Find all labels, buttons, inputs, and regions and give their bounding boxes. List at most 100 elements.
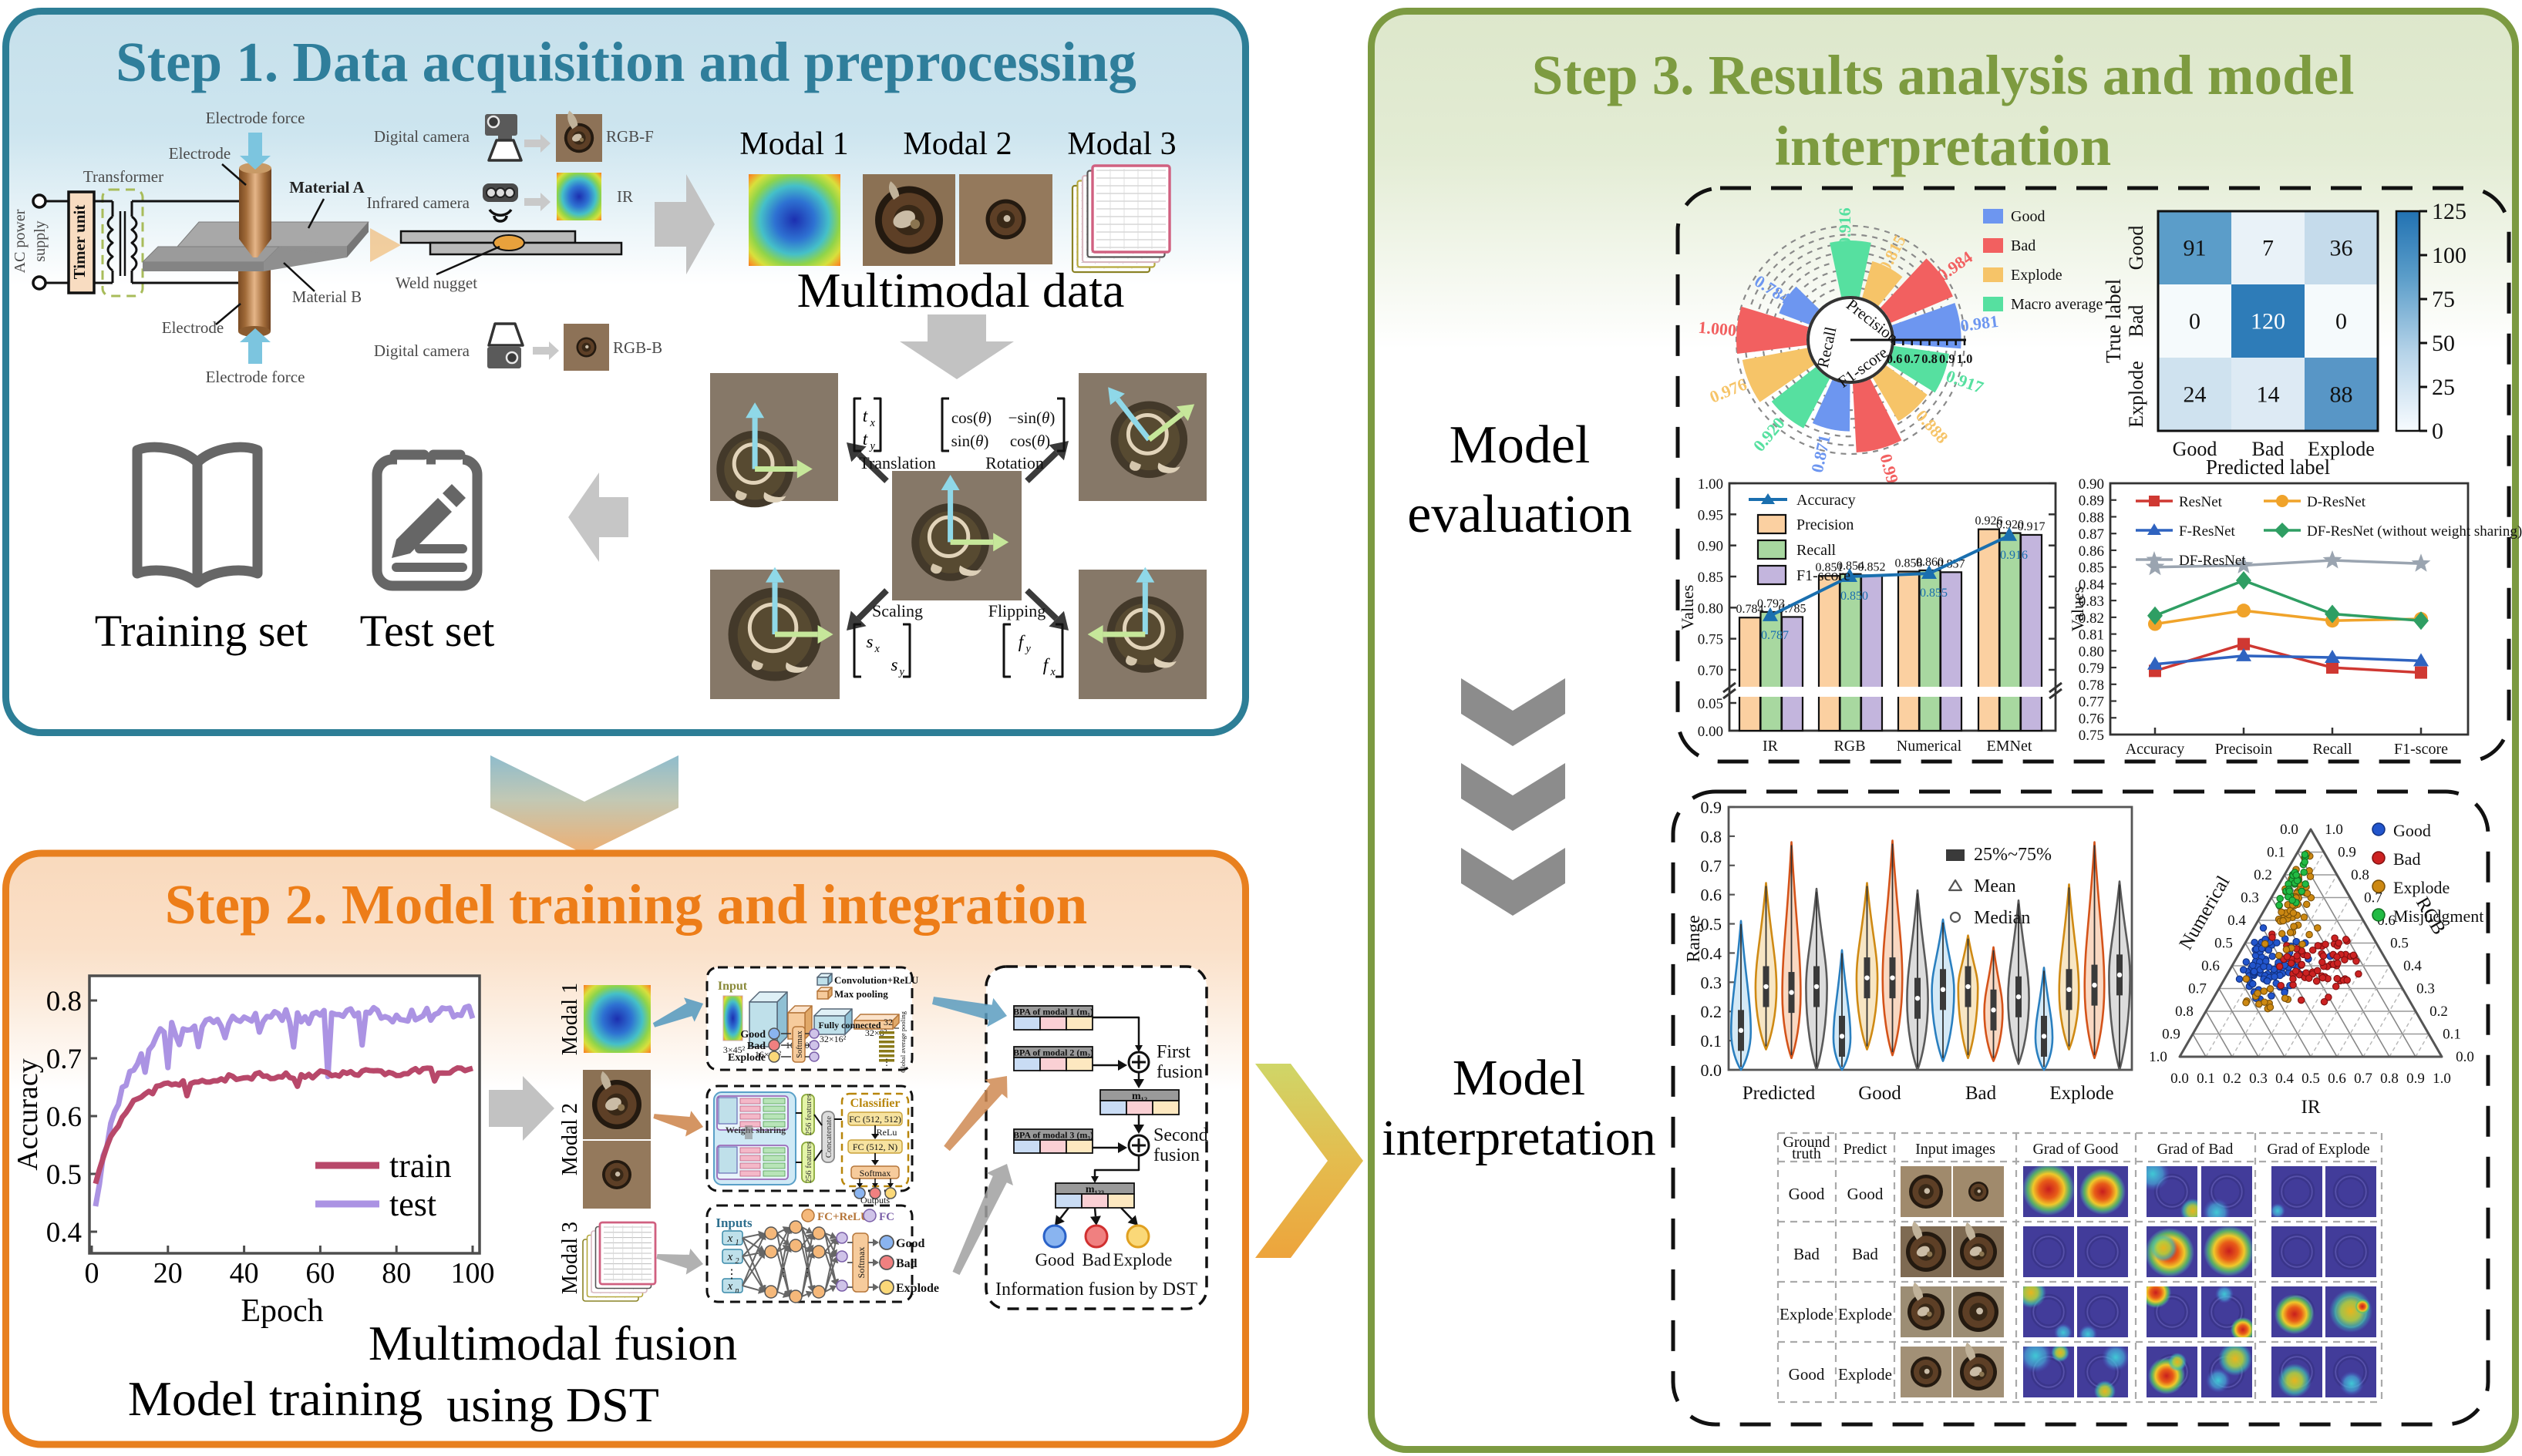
svg-text:Explode: Explode: [728, 1052, 766, 1064]
svg-text:Convolution+ReLU: Convolution+ReLU: [834, 974, 919, 986]
svg-text:25: 25: [2432, 375, 2455, 400]
svg-text:Classifier: Classifier: [850, 1097, 901, 1110]
svg-text:0.79: 0.79: [2079, 661, 2104, 677]
svg-text:120: 120: [2251, 309, 2285, 335]
svg-text:0.850: 0.850: [1840, 590, 1868, 603]
svg-text:interpretation: interpretation: [1775, 115, 2112, 177]
svg-text:0.78: 0.78: [2079, 678, 2104, 694]
svg-text:Bad: Bad: [747, 1041, 766, 1052]
svg-text:14: 14: [2257, 382, 2280, 408]
svg-text:100: 100: [451, 1257, 495, 1290]
svg-text:cos(θ): cos(θ): [951, 409, 992, 427]
svg-text:n: n: [736, 1286, 739, 1295]
svg-text:Predicted: Predicted: [1743, 1083, 1816, 1104]
svg-text:Ground: Ground: [1783, 1134, 1830, 1151]
svg-text:0.5: 0.5: [1701, 915, 1722, 934]
svg-text:1.00: 1.00: [1698, 476, 1723, 493]
svg-text:256 features: 256 features: [804, 1142, 813, 1183]
svg-text:Timer unit: Timer unit: [70, 205, 89, 280]
svg-text:Explode: Explode: [2049, 1083, 2113, 1104]
svg-text:0.6: 0.6: [2328, 1071, 2346, 1087]
svg-text:32×16²: 32×16²: [820, 1034, 847, 1044]
svg-text:evaluation: evaluation: [1407, 485, 1632, 544]
svg-text:Precision: Precision: [1796, 516, 1854, 533]
svg-text:0.916: 0.916: [2000, 549, 2028, 562]
svg-text:⋮: ⋮: [778, 1267, 789, 1279]
svg-text:Transformer: Transformer: [83, 167, 163, 186]
svg-text:Recall: Recall: [2312, 741, 2352, 758]
svg-text:0.75: 0.75: [1698, 632, 1723, 648]
svg-text:Step 1. Data acquisition and p: Step 1. Data acquisition and preprocessi…: [116, 31, 1136, 93]
svg-text:Explode: Explode: [1780, 1305, 1833, 1323]
svg-text:Bad: Bad: [1793, 1245, 1820, 1263]
svg-text:Test set: Test set: [360, 606, 495, 656]
svg-text:Modal 1: Modal 1: [558, 983, 582, 1055]
svg-text:0.917: 0.917: [2018, 520, 2046, 533]
svg-text:0.7: 0.7: [2354, 1071, 2372, 1087]
svg-text:Median: Median: [1974, 908, 2030, 928]
svg-text:Weld nugget: Weld nugget: [396, 274, 477, 292]
svg-text:0.860: 0.860: [1916, 556, 1944, 569]
svg-text:F-ResNet: F-ResNet: [2179, 523, 2236, 540]
svg-text:RGB: RGB: [1833, 738, 1865, 755]
svg-text:Bad: Bad: [2011, 237, 2035, 254]
svg-text:Macro average: Macro average: [2011, 296, 2103, 313]
svg-text:0.7: 0.7: [2364, 890, 2382, 906]
svg-text:1.0: 1.0: [2149, 1049, 2167, 1065]
svg-text:Step 3. Results analysis and m: Step 3. Results analysis and model: [1532, 44, 2355, 106]
svg-text:Values: Values: [2068, 587, 2087, 632]
svg-text:truth: truth: [1792, 1145, 1821, 1162]
svg-text:Model: Model: [1450, 415, 1591, 475]
svg-text:IR: IR: [617, 187, 633, 206]
svg-text:Good: Good: [2393, 821, 2431, 840]
svg-text:ResNet: ResNet: [2179, 494, 2223, 510]
svg-text:0.88: 0.88: [2079, 509, 2104, 526]
svg-text:0.82: 0.82: [2079, 610, 2104, 627]
svg-text:Good: Good: [1035, 1250, 1075, 1269]
svg-text:0.4: 0.4: [1701, 943, 1722, 963]
svg-text:Bad: Bad: [1082, 1250, 1111, 1269]
svg-text:88: 88: [2330, 382, 2353, 408]
svg-text:0.2: 0.2: [2223, 1071, 2241, 1087]
svg-text:Good: Good: [2173, 438, 2217, 460]
svg-text:0.4: 0.4: [2227, 913, 2246, 929]
svg-text:Precisoin: Precisoin: [2215, 741, 2272, 758]
svg-text:Scaling: Scaling: [872, 601, 923, 620]
svg-text:s: s: [891, 655, 898, 674]
svg-text:DF-ResNet (without weight shar: DF-ResNet (without weight sharing): [2307, 523, 2522, 540]
svg-text:0.80: 0.80: [1698, 600, 1723, 617]
svg-text:50: 50: [2432, 331, 2455, 356]
svg-text:1: 1: [736, 1239, 739, 1247]
svg-text:0.0: 0.0: [2456, 1049, 2474, 1065]
svg-text:0.5: 0.5: [2301, 1071, 2320, 1087]
svg-text:0.8: 0.8: [46, 986, 82, 1017]
svg-text:Numerical: Numerical: [1897, 738, 1962, 755]
svg-text:Input images: Input images: [1915, 1141, 1995, 1158]
svg-text:0: 0: [2335, 309, 2347, 335]
svg-text:Explode: Explode: [2393, 878, 2450, 897]
svg-text:0.785: 0.785: [1779, 602, 1806, 615]
svg-text:using DST: using DST: [446, 1377, 659, 1432]
svg-text:Model: Model: [1453, 1050, 1585, 1106]
svg-text:Bad: Bad: [2125, 305, 2147, 338]
svg-text:Information fusion by DST: Information fusion by DST: [995, 1279, 1197, 1300]
svg-text:0.85: 0.85: [2079, 560, 2104, 577]
svg-text:x: x: [727, 1232, 733, 1245]
svg-text:Concatenate: Concatenate: [824, 1116, 833, 1158]
svg-text:0.70: 0.70: [1698, 663, 1723, 679]
svg-text:Translation: Translation: [859, 453, 935, 472]
svg-text:True label: True label: [2102, 279, 2125, 363]
svg-text:0.00: 0.00: [1698, 724, 1723, 740]
svg-text:⋮: ⋮: [726, 1268, 738, 1281]
svg-text:m₁₂: m₁₂: [1132, 1091, 1147, 1102]
svg-text:Electrode: Electrode: [169, 144, 231, 163]
svg-text:0: 0: [2432, 419, 2443, 444]
svg-text:supply: supply: [32, 220, 49, 261]
svg-text:Max pooling: Max pooling: [834, 988, 888, 1000]
svg-text:Weight sharing: Weight sharing: [726, 1125, 786, 1135]
svg-text:Grad of Explode: Grad of Explode: [2267, 1141, 2369, 1158]
svg-text:0.1: 0.1: [1701, 1031, 1722, 1051]
svg-text:Bad: Bad: [1852, 1245, 1878, 1263]
svg-text:7: 7: [2262, 236, 2274, 261]
svg-text:sin(θ): sin(θ): [951, 432, 989, 450]
